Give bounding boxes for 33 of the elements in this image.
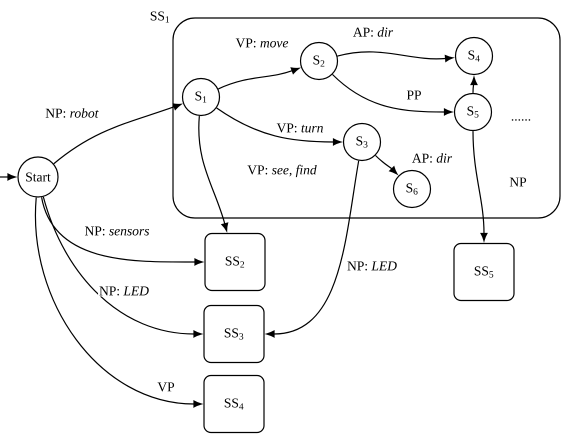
state-box: SS$_{2}$ [204,232,266,292]
arrow [0,173,16,181]
arrow [470,76,478,93]
edge-label: VP: see, find [246,164,318,178]
edge-label: NP: robot [44,107,100,119]
edge-label: NP: sensors [84,225,150,236]
node-label: SS$_{1}$ [150,11,170,23]
edge-label: AP: dir [352,26,394,38]
state-box: SS$_{3}$ [203,304,265,364]
arrow [266,160,360,338]
arrow [472,131,488,242]
arrow [216,107,342,146]
arrow [375,155,398,174]
arrow [198,116,228,232]
state-box: SS$_{4}$ [203,374,265,434]
state-box: SS$_{5}$ [453,242,515,302]
edge-label: VP: turn [276,122,324,134]
edge-label: VP [156,381,176,392]
ellipsis-text: ...... [512,119,530,121]
edge-label: NP: LED [98,285,150,296]
arrow [332,74,452,116]
edge-label: NP: LED [346,260,398,272]
arrow [35,198,202,408]
edge-label: AP: dir [410,152,454,164]
edge-label: VP: move [234,37,290,49]
start-state: Start [17,156,59,198]
arrow [53,103,182,164]
edge-label: PP [406,90,422,100]
arrow [337,51,454,62]
arrow [41,197,203,266]
arrow [42,196,202,338]
arrow [218,67,300,90]
edge-label: NP [508,176,528,188]
